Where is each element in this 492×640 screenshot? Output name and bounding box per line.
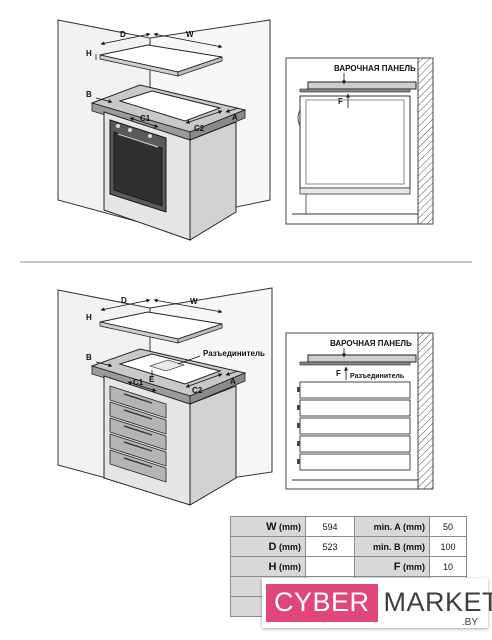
spec-key: min. A <box>373 521 401 532</box>
bottom-cabinet-figure: D W H B A C1 C2 <box>57 287 273 506</box>
spec-key: H <box>268 560 277 573</box>
bottom-dim-b: B <box>86 353 92 362</box>
spec-unit: (mm) <box>279 541 301 552</box>
top-dim-b: B <box>86 90 92 99</box>
spec-value: 523 <box>305 536 355 557</box>
table-row: H (mm) F (mm) 10 <box>230 556 467 577</box>
spec-value: 50 <box>429 516 467 537</box>
top-panel-label: ВАРОЧНАЯ ПАНЕЛЬ <box>334 64 416 73</box>
bottom-dim-a: A <box>230 377 236 386</box>
table-row: D (mm) 523 min. B (mm) 100 <box>230 536 467 557</box>
top-dim-f: F <box>338 97 343 106</box>
top-side-section: ВАРОЧНАЯ ПАНЕЛЬ F <box>285 57 434 225</box>
spec-value: 100 <box>429 536 467 557</box>
logo-market-text: MARKET <box>383 587 492 617</box>
spec-key: F <box>393 560 401 573</box>
bottom-switch-label: Разъединитель <box>203 349 265 358</box>
spec-unit: (mm) <box>279 521 301 532</box>
top-cabinet-figure: D W H B A C1 C2 <box>57 19 271 241</box>
spec-unit: (mm) <box>403 561 425 572</box>
cybermarket-logo: CYBER MARKET .BY <box>262 578 492 628</box>
table-row: W (mm) 594 min. A (mm) 50 <box>230 516 467 537</box>
bottom-panel-label: ВАРОЧНАЯ ПАНЕЛЬ <box>330 339 412 348</box>
bottom-dim-h: H <box>86 313 92 322</box>
top-dim-a: A <box>232 113 238 122</box>
bottom-dim-e: E <box>149 375 155 384</box>
spec-key: min. B <box>372 541 401 552</box>
logo-domain-text: .BY <box>461 617 478 628</box>
spec-value: 594 <box>305 516 355 537</box>
bottom-dim-w: W <box>190 297 198 306</box>
bottom-side-f: F <box>336 369 341 378</box>
top-dim-h: H <box>86 49 92 58</box>
bottom-dim-c1: C1 <box>133 378 144 387</box>
spec-unit: (mm) <box>403 521 425 532</box>
spec-key: D <box>268 540 277 553</box>
logo-cyber-text: CYBER <box>266 584 378 622</box>
bottom-drawers <box>109 385 167 483</box>
top-dim-c1: C1 <box>140 114 151 123</box>
spec-key: W <box>266 520 277 533</box>
spec-unit: (mm) <box>279 561 301 572</box>
bottom-side-switch-label: Разъединитель <box>350 373 405 380</box>
bottom-dim-d: D <box>121 296 127 305</box>
spec-unit: (mm) <box>403 541 425 552</box>
spec-value <box>305 556 355 577</box>
top-dim-d: D <box>120 30 126 39</box>
bottom-side-section: ВАРОЧНАЯ ПАНЕЛЬ F Разъединитель <box>285 332 434 490</box>
bottom-dim-c2: C2 <box>192 386 203 395</box>
top-dim-w: W <box>186 30 194 39</box>
top-dim-c2: C2 <box>194 124 205 133</box>
spec-value: 10 <box>429 556 467 577</box>
